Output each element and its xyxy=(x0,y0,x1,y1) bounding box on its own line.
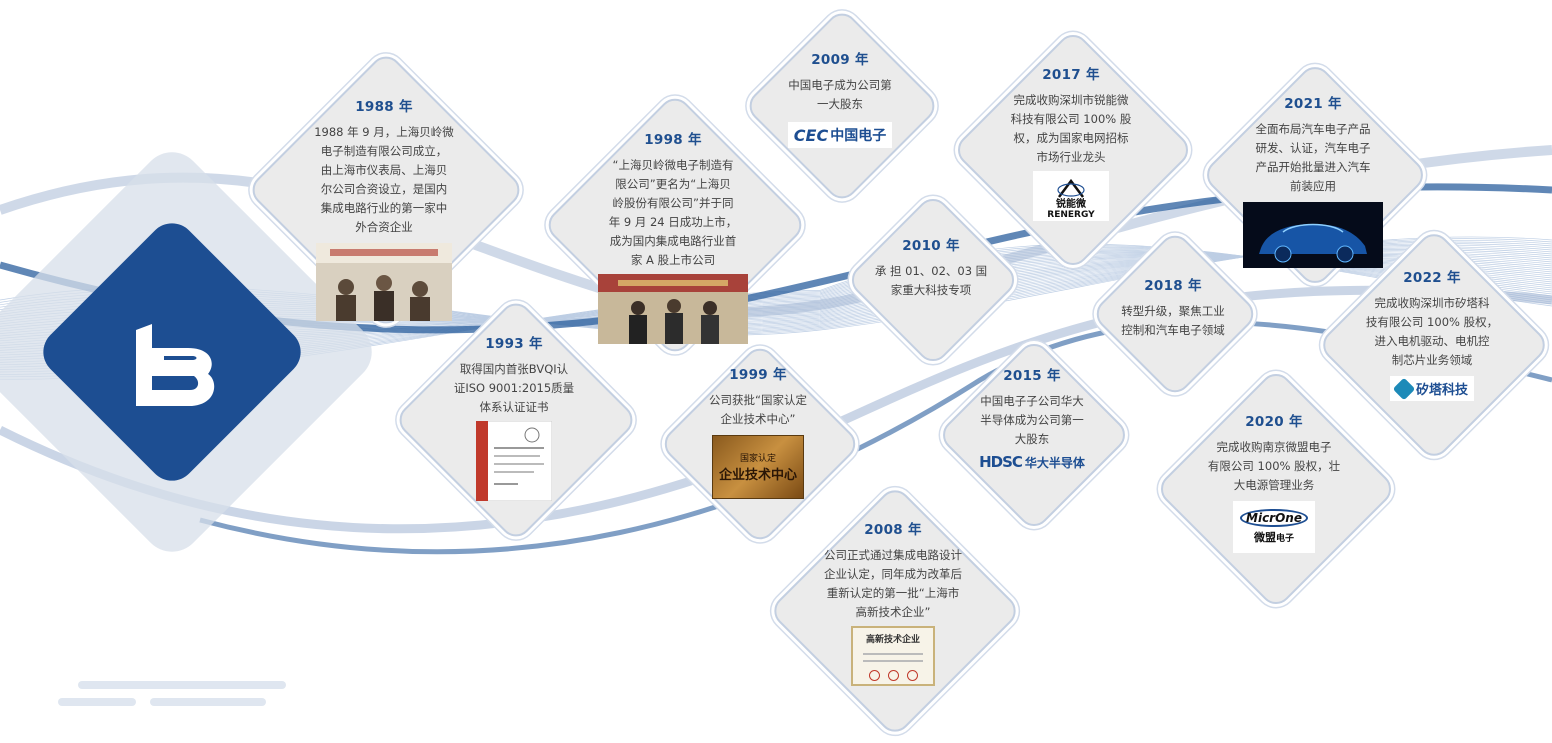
iso-certificate xyxy=(476,421,552,501)
milestone-description: 取得国内首张BVQI认证ISO 9001:2015质量体系认证证书 xyxy=(453,362,575,414)
tech-center-plaque: 国家认定 企业技术中心 xyxy=(712,435,804,499)
milestone-year: 2018 年 xyxy=(1144,278,1202,294)
decorative-stripe xyxy=(150,698,266,706)
decorative-stripe xyxy=(58,698,136,706)
milestone-year: 2021 年 xyxy=(1284,96,1342,112)
milestone-year: 1988 年 xyxy=(355,99,413,115)
milestone-year: 2022 年 xyxy=(1403,270,1461,286)
renergy-logo: 锐能微 RENERGY xyxy=(1033,171,1109,221)
milestone-year: 2009 年 xyxy=(811,52,869,68)
milestone-2010: 2010 年 承 担 01、02、03 国家重大科技专项 xyxy=(861,234,1001,300)
hdsc-logo: HDSC 华大半导体 xyxy=(979,453,1085,471)
milestone-description: 中国电子成为公司第一大股东 xyxy=(788,78,892,111)
milestone-2015: 2015 年 中国电子子公司华大半导体成为公司第一大股东 HDSC 华大半导体 xyxy=(962,364,1102,471)
milestone-description: 中国电子子公司华大半导体成为公司第一大股东 xyxy=(980,394,1084,446)
milestone-year: 2010 年 xyxy=(902,238,960,254)
milestone-year: 2008 年 xyxy=(864,522,922,538)
milestone-description: 1988 年 9 月，上海贝岭微电子制造有限公司成立，由上海市仪表局、上海贝 尔… xyxy=(314,125,454,234)
milestone-2017: 2017 年 完成收购深圳市锐能微科技有限公司 100% 股 权，成为国家电网招… xyxy=(994,63,1148,221)
milestone-description: 公司正式通过集成电路设计企业认定，同年成为改革后 重新认定的第一批“上海市高新技… xyxy=(824,548,962,619)
milestone-2022: 2022 年 完成收购深圳市矽塔科技有限公司 100% 股权， 进入电机驱动、电… xyxy=(1357,266,1507,401)
milestone-year: 2017 年 xyxy=(1042,67,1100,83)
milestone-1988: 1988 年 1988 年 9 月，上海贝岭微电子制造有限公司成立，由上海市仪表… xyxy=(294,95,474,321)
milestone-year: 2020 年 xyxy=(1245,414,1303,430)
microne-logo: MicrOne 微盟电子 xyxy=(1233,501,1315,553)
milestone-year: 1999 年 xyxy=(729,367,787,383)
milestone-description: 完成收购深圳市锐能微科技有限公司 100% 股 权，成为国家电网招标市场行业龙头 xyxy=(1010,93,1132,164)
milestone-year: 1993 年 xyxy=(485,336,543,352)
renergy-mark-icon xyxy=(1057,179,1085,198)
decorative-stripe xyxy=(78,681,286,689)
milestone-2020: 2020 年 完成收购南京微盟电子有限公司 100% 股权，壮大电源管理业务 M… xyxy=(1199,410,1349,553)
milestone-1993: 1993 年 取得国内首张BVQI认证ISO 9001:2015质量体系认证证书 xyxy=(434,332,594,501)
company-b-logo-icon xyxy=(136,324,215,406)
milestone-2009: 2009 年 中国电子成为公司第一大股东 CEC 中国电子 xyxy=(775,48,905,148)
silicon-tower-mark-icon xyxy=(1392,377,1416,400)
silicon-tower-logo: 矽塔科技 xyxy=(1389,376,1474,401)
milestone-description: 完成收购深圳市矽塔科技有限公司 100% 股权， 进入电机驱动、电机控制芯片业务… xyxy=(1365,296,1499,367)
press-conference-photo xyxy=(316,243,452,321)
milestone-1998: 1998 年 “上海贝岭微电子制造有限公司”更名为“上海贝岭股份有限公司”并于同… xyxy=(588,128,758,344)
milestone-2018: 2018 年 转型升级，聚焦工业控制和汽车电子领域 xyxy=(1103,274,1243,340)
milestone-description: 承 担 01、02、03 国家重大科技专项 xyxy=(874,264,988,297)
milestone-year: 2015 年 xyxy=(1003,368,1061,384)
milestone-description: 转型升级，聚焦工业控制和汽车电子领域 xyxy=(1121,304,1225,337)
milestone-description: 全面布局汽车电子产品研发、认证，汽车电子 产品开始批量进入汽车前装应用 xyxy=(1255,122,1371,193)
blue-car-image xyxy=(1243,202,1383,268)
cec-logo: CEC 中国电子 xyxy=(787,122,893,148)
milestone-2008: 2008 年 公司正式通过集成电路设计企业认定，同年成为改革后 重新认定的第一批… xyxy=(808,518,978,686)
milestone-2021: 2021 年 全面布局汽车电子产品研发、认证，汽车电子 产品开始批量进入汽车前装… xyxy=(1243,92,1383,268)
milestone-description: 完成收购南京微盟电子有限公司 100% 股权，壮大电源管理业务 xyxy=(1207,440,1341,492)
high-tech-certificate: 高新技术企业 xyxy=(851,626,935,686)
milestone-year: 1998 年 xyxy=(644,132,702,148)
milestone-1999: 1999 年 公司获批“国家认定企业技术中心” 国家认定 企业技术中心 xyxy=(683,363,833,499)
milestone-description: “上海贝岭微电子制造有限公司”更名为“上海贝岭股份有限公司”并于同 年 9 月 … xyxy=(608,158,738,267)
milestone-description: 公司获批“国家认定企业技术中心” xyxy=(709,393,807,426)
listing-ceremony-photo xyxy=(598,274,748,344)
